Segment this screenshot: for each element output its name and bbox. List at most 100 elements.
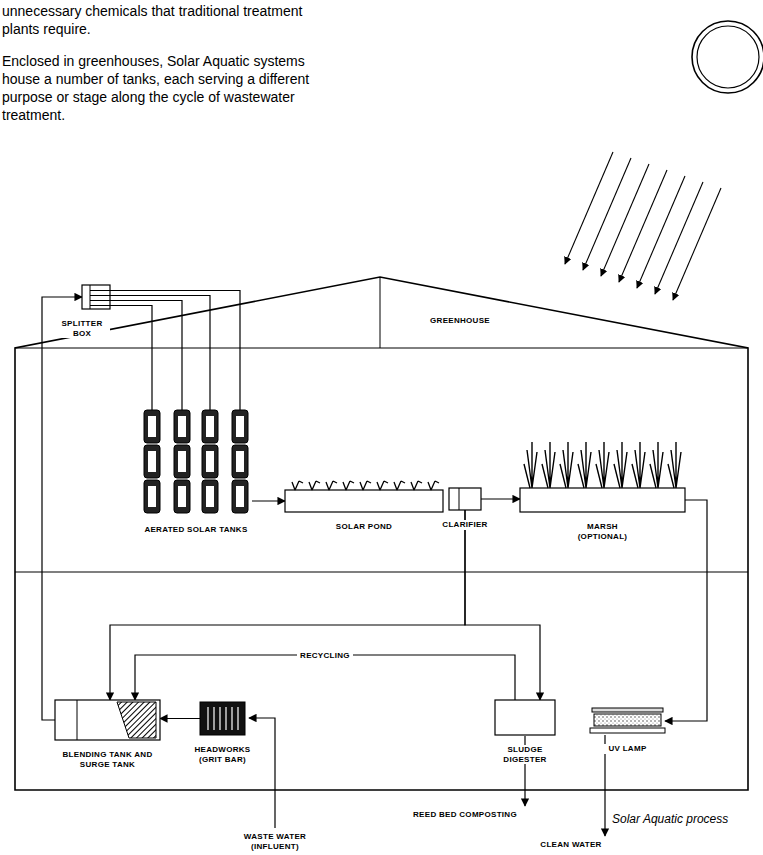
sun-rays [565,152,721,300]
tank-window [236,451,244,472]
digester-body [495,700,555,735]
tank-cylinder [174,410,190,443]
flow-connector [42,297,82,720]
tank-partition [77,700,78,740]
clarifier-body [449,488,481,510]
pond-plant [326,481,337,490]
component-label: SLUDGE DIGESTER [496,745,554,764]
pond-plant [394,481,405,490]
flow-label: WASTE WATER (INFLUENT) [235,832,315,851]
sun-ring [697,26,759,88]
tank-cylinder [144,480,160,513]
tank-window [148,416,156,437]
headworks: HEADWORKS (GRIT BAR) [200,702,245,735]
splitter-slat [90,290,110,291]
level-divider [15,571,748,572]
component-label: AERATED SOLAR TANKS [131,525,261,535]
marsh-reed [578,442,591,488]
figure-caption: Solar Aquatic process [612,812,728,826]
component-label: UV LAMP [597,744,659,754]
grit-bar [237,707,238,730]
marsh-reed [668,442,681,488]
marsh-bed [520,488,685,512]
splitter-slat [90,300,110,301]
flow-connector [160,718,200,719]
ridge-line [380,277,381,348]
influent-arrow [249,718,275,828]
pond-plant [309,481,320,490]
sun-ray [601,164,649,276]
sun-ray [655,182,703,294]
flow-label: CLEAN WATER [540,840,602,850]
body-text: unnecessary chemicals that traditional t… [2,2,310,38]
connector-label: RECYCLING [297,651,353,660]
flow-connector [465,510,540,700]
tank-window [178,486,186,507]
flow-arrows [249,718,605,836]
marsh-reed [614,442,627,488]
sludge-digester-shape [495,700,555,735]
tank-cylinder [144,410,160,443]
flow-connector [665,500,707,721]
flow-connector [481,498,520,499]
greenhouse-outline [15,277,748,790]
flow-label: REED BED COMPOSTING [410,810,520,820]
marsh-shape [520,488,685,512]
tank-window [148,486,156,507]
sun-ray [583,158,631,270]
flow-connector [135,655,515,700]
sun-symbol [692,21,763,93]
tank-cylinder [202,445,218,478]
tank-window [178,451,186,472]
pond-plant [360,481,371,490]
clarifier: CLARIFIER [449,488,481,510]
pond-plant [428,481,439,490]
headworks-shape [200,702,245,735]
grit-bar [231,707,232,730]
tank-window [236,416,244,437]
aerated-tanks-shape [140,410,252,515]
tank-window [206,416,214,437]
marsh-reed [560,442,573,488]
flow-connector [110,510,465,700]
splitter-slat [90,305,110,306]
marsh-reed [542,442,555,488]
headworks-body [200,702,245,735]
component-label: MARSH (OPTIONAL) [567,522,639,541]
tank-cylinder [144,445,160,478]
tank-window [206,486,214,507]
tank-cylinder [202,410,218,443]
pond-plant [292,481,303,490]
sun-ray [565,152,613,264]
clarifier-wall [459,488,460,510]
aerated-tanks: AERATED SOLAR TANKS [140,410,252,515]
marsh: MARSH (OPTIONAL) [520,488,685,512]
splitter-body [82,285,110,309]
splitter-box-shape [82,285,110,309]
splitter-slat [90,295,110,296]
tank-window [206,451,214,472]
component-label: HEADWORKS (GRIT BAR) [190,745,256,764]
uv-lamp-shape [590,708,665,734]
sun-ray [619,170,667,282]
uv-chamber [594,714,661,726]
splitter-box: SPLITTER BOX [82,285,110,309]
tank-window [178,416,186,437]
flow-connector [252,500,285,501]
flow-connector [110,291,240,411]
solar-pond-shape [285,490,443,512]
component-label: CLARIFIER [434,520,496,530]
marsh-reed [650,442,663,488]
surge-hatch [117,702,156,738]
region-label: GREENHOUSE [430,316,490,326]
sun-ring [692,21,763,93]
tank-cylinder [202,480,218,513]
tank-cylinder [232,445,248,478]
tank-window [148,451,156,472]
uv-lamp: UV LAMP [590,708,665,734]
pond-plant [343,481,354,490]
grit-bar [213,707,214,730]
component-label: SPLITTER BOX [54,319,110,338]
tank-cylinder [174,480,190,513]
blending-tank: BLENDING TANK AND SURGE TANK [55,700,160,740]
